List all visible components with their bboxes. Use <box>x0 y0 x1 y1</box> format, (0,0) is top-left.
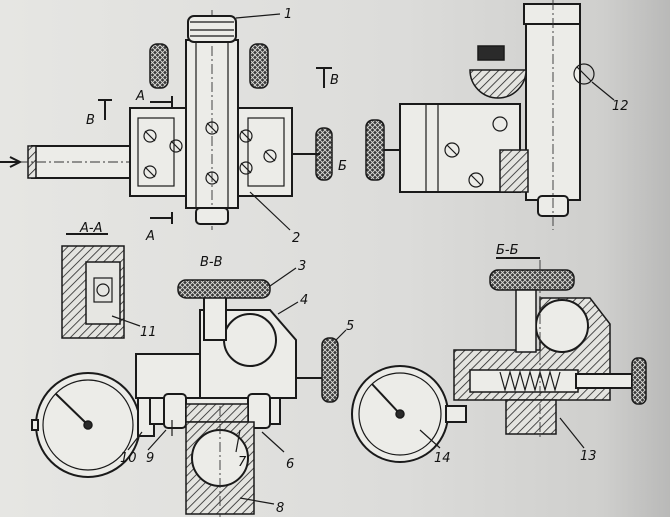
body-right-slot <box>247 117 285 187</box>
callout-1: 1 <box>284 7 292 22</box>
side-knob <box>365 119 385 181</box>
callout-8: 8 <box>276 501 284 516</box>
cut-label-a-top: А <box>135 89 145 104</box>
section-label-bb: Б-Б <box>496 243 519 258</box>
knob-right-top <box>249 43 269 89</box>
callout-13: 13 <box>580 449 597 464</box>
vv-post <box>203 295 227 341</box>
knob-left-top <box>149 43 169 89</box>
stem-arrow <box>9 156 23 168</box>
side-hatched-block <box>499 149 529 193</box>
knob-3 <box>177 279 271 299</box>
side-top-pulley <box>523 3 581 25</box>
bb-spring-channel <box>469 369 579 393</box>
callout-14: 14 <box>434 451 451 466</box>
cut-label-v-left: В <box>86 113 95 128</box>
callout-5: 5 <box>346 319 354 334</box>
bb-spring <box>499 369 561 393</box>
callout-3: 3 <box>298 259 306 274</box>
section-aa <box>61 233 141 339</box>
side-view <box>365 0 615 230</box>
callout-7: 7 <box>238 455 247 470</box>
callout-10: 10 <box>120 451 137 466</box>
front-view <box>0 10 333 231</box>
callout-9: 9 <box>146 451 154 466</box>
vv-bore <box>223 313 277 367</box>
bb-knob <box>489 269 575 291</box>
screws-front <box>143 121 277 185</box>
side-arc-piece <box>469 69 527 99</box>
callout-12: 12 <box>612 99 629 114</box>
cut-label-b-right: Б <box>338 159 347 174</box>
knob-5 <box>321 337 339 403</box>
side-clamp <box>477 45 505 61</box>
cut-label-a-bottom: А <box>145 229 155 244</box>
bottom-nose <box>195 207 229 225</box>
top-pulley <box>187 15 237 43</box>
callout-11: 11 <box>140 325 157 340</box>
cut-label-v-right: В <box>330 73 339 88</box>
section-label-vv: В-В <box>200 255 223 270</box>
section-bb <box>351 257 647 463</box>
callout-2: 2 <box>292 231 300 246</box>
bb-side-knob <box>631 357 647 405</box>
callout-4: 4 <box>300 293 308 308</box>
section-vv <box>31 267 347 517</box>
section-label-aa: А-А <box>79 221 102 236</box>
callout-6: 6 <box>286 457 294 472</box>
